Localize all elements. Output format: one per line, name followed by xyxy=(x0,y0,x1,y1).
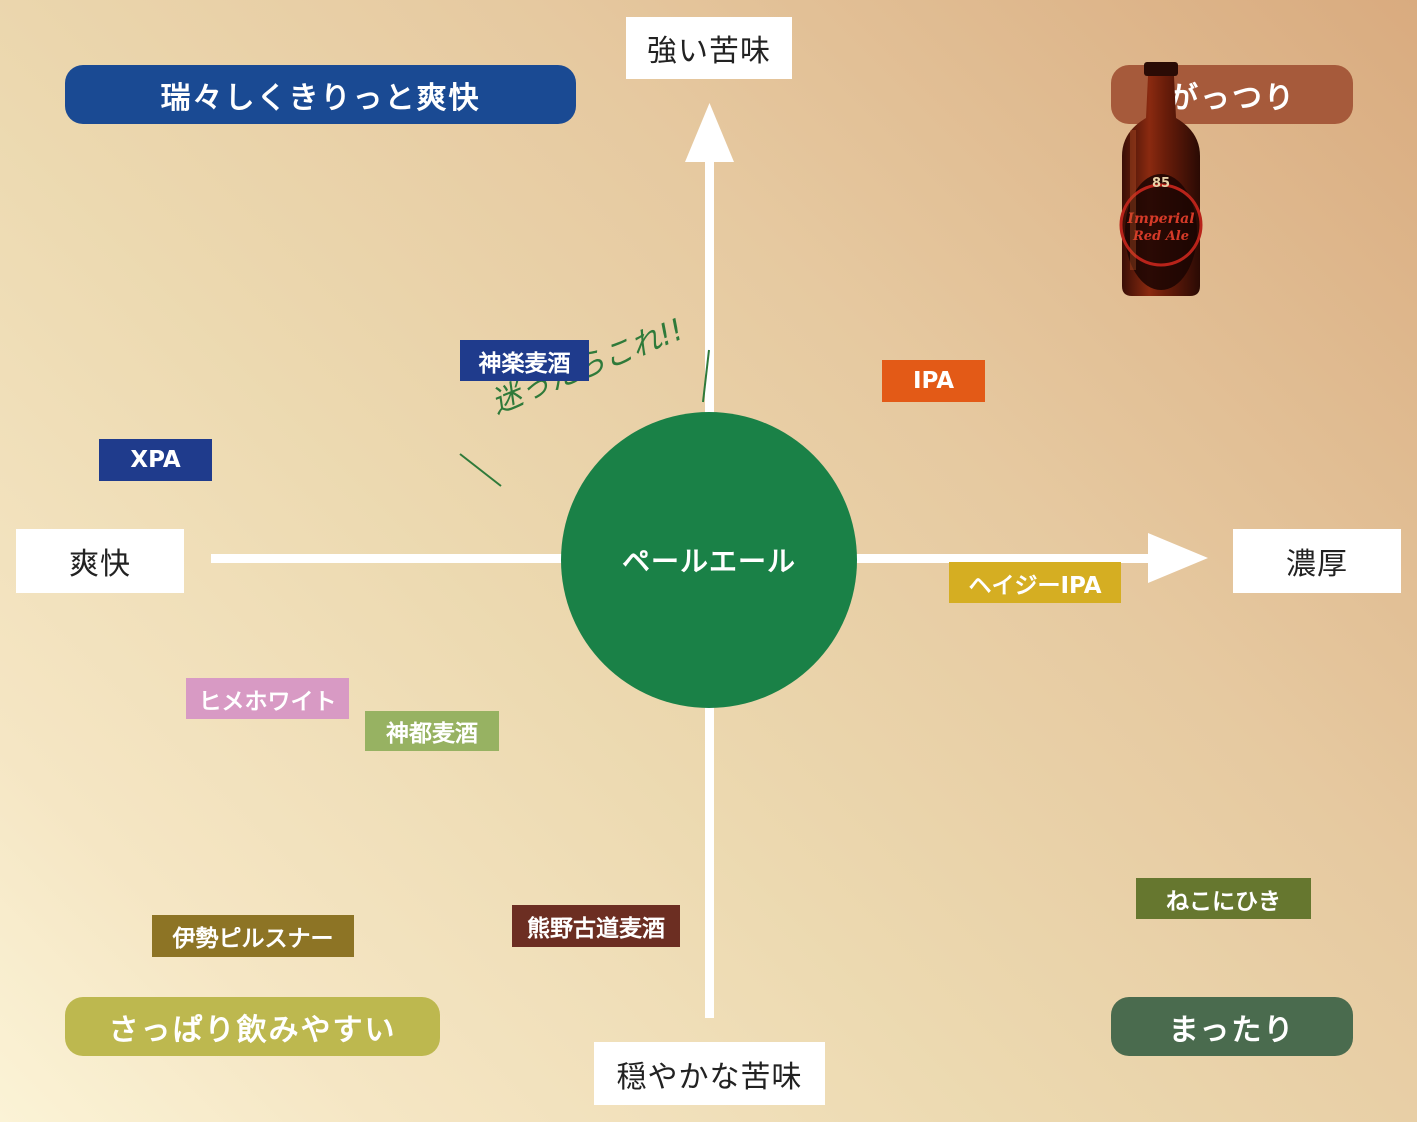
axis-label-top: 強い苦味 xyxy=(626,17,792,79)
beer-tag-ipa: IPA xyxy=(882,360,985,402)
bottle-line1: Imperial xyxy=(1126,211,1194,227)
note-stroke-right xyxy=(702,349,710,403)
right-arrowhead xyxy=(1148,533,1208,583)
bottle-line2: Red Ale xyxy=(1132,229,1189,244)
beer-tag-hazy-ipa: ヘイジーIPA xyxy=(949,562,1121,603)
beer-tag-shinto: 神都麦酒 xyxy=(365,711,499,751)
axis-label-right: 濃厚 xyxy=(1233,529,1401,593)
quadrant-top-left: 瑞々しくきりっと爽快 xyxy=(65,65,576,124)
quadrant-bottom-left: さっぱり飲みやすい xyxy=(65,997,440,1056)
pale-ale-center: ペールエール xyxy=(561,412,857,708)
beer-tag-kagura: 神楽麦酒 xyxy=(460,340,589,381)
up-arrowhead xyxy=(685,103,734,162)
axis-label-bottom: 穏やかな苦味 xyxy=(594,1042,825,1105)
beer-tag-neko-nihiki: ねこにひき xyxy=(1136,878,1311,919)
axis-label-left: 爽快 xyxy=(16,529,184,593)
bottle-number: 85 xyxy=(1152,176,1170,191)
beer-tag-hime-white: ヒメホワイト xyxy=(186,678,349,719)
quadrant-bottom-right: まったり xyxy=(1111,997,1353,1056)
note-stroke-left xyxy=(459,453,502,487)
beer-tag-ise-pilsner: 伊勢ピルスナー xyxy=(152,915,354,957)
beer-bottle-image: 85 Imperial Red Ale xyxy=(1119,62,1203,296)
beer-tag-kumano-kodo: 熊野古道麦酒 xyxy=(512,905,680,947)
beer-tag-xpa: XPA xyxy=(99,439,212,481)
